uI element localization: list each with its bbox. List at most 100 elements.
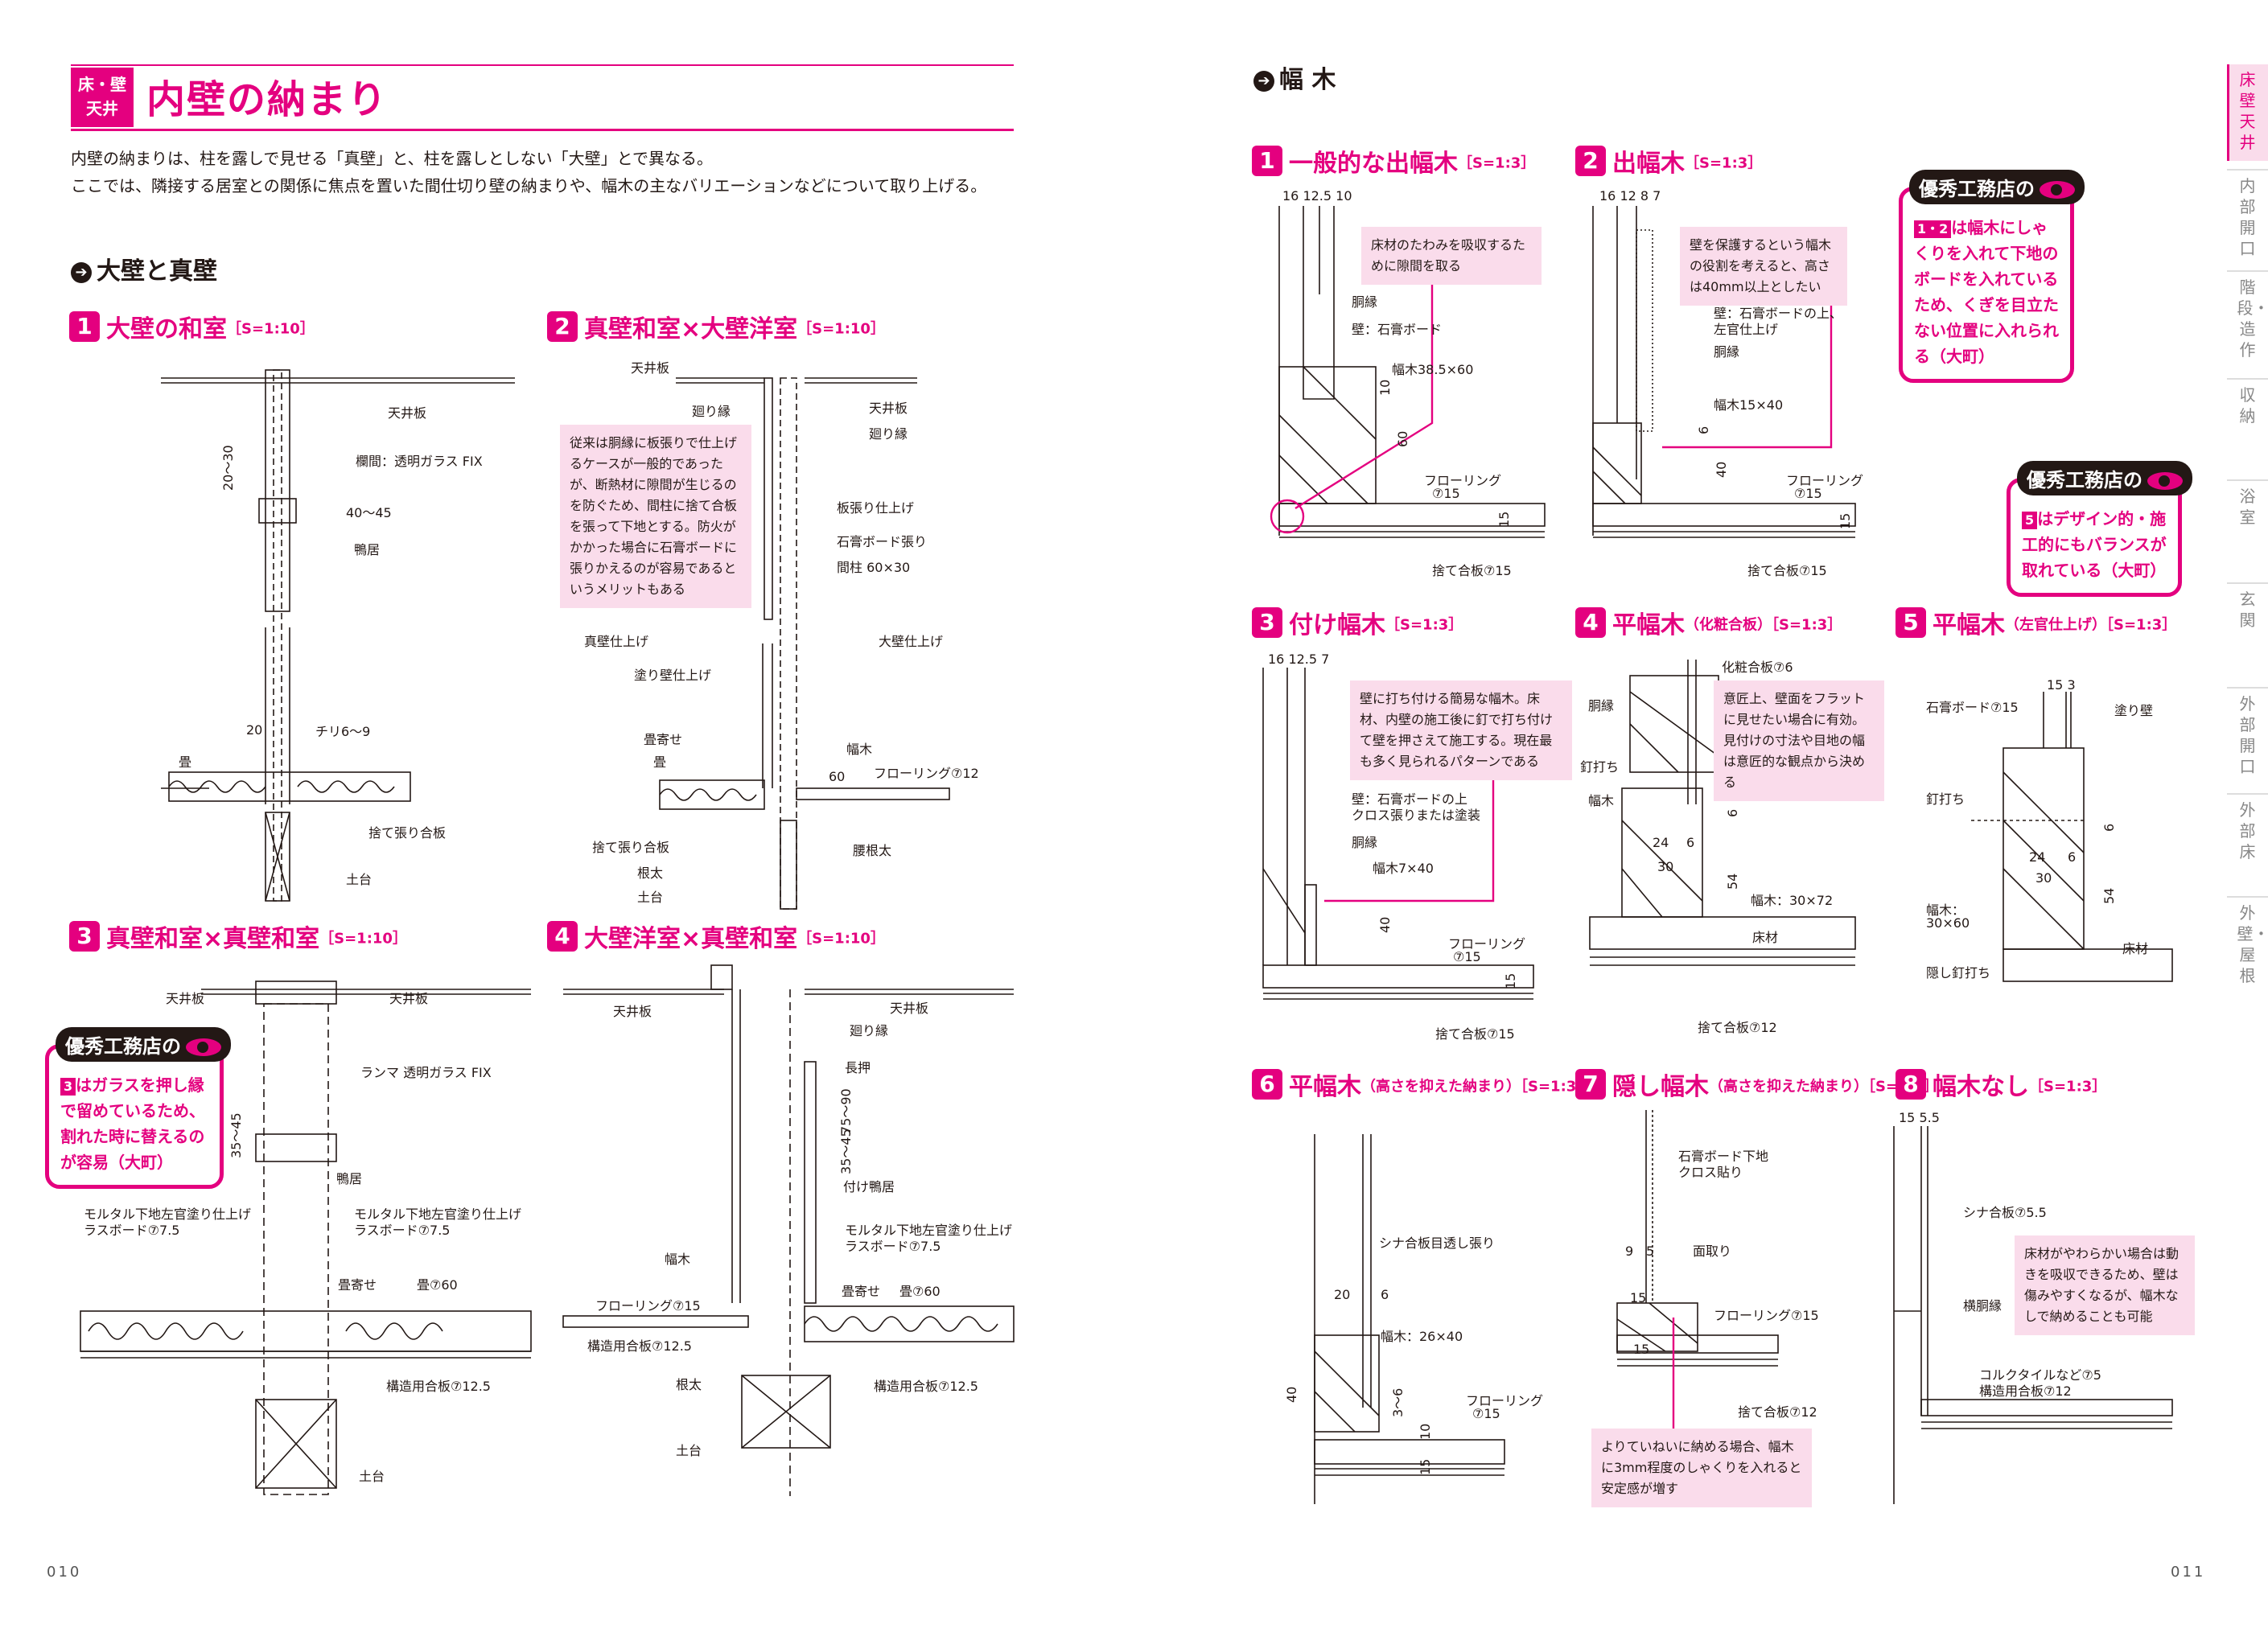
label: 天井板 [388,405,427,421]
diagram-number: 7 [1575,1069,1606,1100]
drawing-r4 [1589,660,1856,966]
drawing-l4 [562,964,1015,1496]
label: フローリング⑦15 [1714,1308,1819,1323]
label: 面取り [1693,1244,1732,1259]
diagram-number: 2 [1575,146,1606,176]
label: 左官仕上げ [1714,322,1779,337]
page-title: 内壁の納まり [146,77,389,122]
side-tab[interactable]: 収納 [2227,378,2268,426]
label: 畳寄せ [644,732,683,747]
label: 塗り壁仕上げ [634,668,712,683]
side-tab[interactable]: 浴室 [2227,479,2268,528]
tip-text: はデザイン的・施工的にもバランスが取れている（大町） [2022,509,2167,580]
diagram-name: 一般的な出幅木 [1289,150,1458,178]
callout-note: 意匠上、壁面をフラットに見せたい場合に有効。見付けの寸法や目地の幅は意匠的な観点… [1714,680,1884,801]
label: 構造用合板⑦12.5 [386,1379,491,1394]
label: 15 [1418,1458,1433,1475]
diagram-name: 平幅木 [1933,611,2005,639]
label: 30 [1657,859,1674,874]
label: 欄間：透明ガラス FIX [356,454,483,469]
callout-note: 壁に打ち付ける簡易な幅木。床材、内壁の施工後に釘で打ち付けて壁を押さえて施工する… [1350,680,1572,780]
diagram-scale: ［S=1:10］ [319,930,407,948]
diagram-scale: ［S=1:10］ [227,320,315,338]
label: 幅木 [665,1252,691,1267]
label: 床材 [1752,930,1779,945]
label: 石膏ボード下地 [1678,1149,1769,1164]
label: 土台 [676,1443,702,1458]
side-tab[interactable]: 階段・造作 [2227,270,2268,360]
label: コルクタイルなど⑦5 [1979,1367,2101,1383]
label: 6 [2101,823,2117,832]
label: 捨て張り合板 [592,840,670,855]
eye-icon [186,1038,221,1056]
label: チリ6〜9 [315,724,371,739]
expert-tip-label: 優秀工務店の [1919,178,2035,200]
page-number-left: 010 [47,1564,82,1581]
diagram-name: 付け幅木 [1289,611,1385,639]
label: 壁：石膏ボードの上 [1352,791,1468,807]
label: 幅木38.5×60 [1392,362,1474,377]
label: 畳⑦60 [417,1277,458,1293]
label: 横胴縁 [1963,1298,2003,1314]
section-title: 大壁と真壁 [97,257,217,286]
expert-tip-label: 優秀工務店の [2027,469,2142,491]
side-tab[interactable]: 外部開口 [2227,687,2268,777]
side-tab[interactable]: 床壁天井 [2227,64,2268,153]
label: 廻り縁 [869,426,908,442]
label: 5 [1646,1244,1655,1259]
diagram-scale: ［S=1:3］ [1685,154,1763,172]
side-tab[interactable]: 玄関 [2227,582,2268,631]
expert-tip-header: 優秀工務店の [56,1027,231,1062]
callout-note: 床材がやわらかい場合は動きを吸収できるため、壁は傷みやすくなるが、幅木なしで納め… [2015,1235,2195,1335]
diagram-name: 大壁洋室×真壁和室 [584,925,798,953]
label: 40 [1377,916,1393,933]
label: 75〜90 [838,1088,854,1134]
label: 腰根太 [853,843,892,858]
label: フローリング [1466,1393,1544,1408]
diagram-number: 4 [547,921,578,952]
label: 塗り壁 [2114,703,2154,718]
label: 捨て張り合板 [368,825,447,841]
diagram-number: 4 [1575,607,1606,638]
label: 土台 [346,872,373,887]
label: 6 [1725,808,1740,817]
label: 15 [1630,1290,1647,1305]
label: 60 [1395,430,1410,447]
diagram-subtitle: （左官仕上げ） [2005,616,2106,634]
label: 壁：石膏ボード [1352,322,1443,337]
drawing-r7 [1616,1110,1779,1440]
side-tab[interactable]: 内部開口 [2227,169,2268,259]
diagram-name: 真壁和室×真壁和室 [106,925,320,953]
label: 隠し釘打ち [1926,965,1991,980]
dimension-label: 15 5.5 [1899,1110,1940,1125]
tab-label: 外部開口 [2239,694,2256,776]
side-tab[interactable]: 外部床 [2227,793,2268,862]
tab-label: 床壁天井 [2239,70,2256,152]
label: 天井板 [613,1004,652,1019]
label: 40 [1284,1386,1299,1403]
side-tab[interactable]: 外壁・屋根 [2227,896,2268,986]
label: シナ合板目透し張り [1379,1235,1496,1251]
label: 捨て合板⑦12 [1698,1020,1777,1035]
label: 天井板 [631,360,670,376]
callout-note: 従来は胴縁に板張りで仕上げるケースが一般的であったが、断熱材に隙間が生じるのを防… [560,425,751,608]
label: 廻り縁 [850,1023,889,1038]
label: 幅木：30×72 [1751,893,1834,908]
tip-text: は幅木にしゃくりを入れて下地のボードを入れているため、くぎを目立たない位置に入れ… [1914,218,2059,366]
label: 6 [2068,849,2077,865]
label: 板張り仕上げ [837,500,915,516]
tab-label: 浴室 [2239,487,2256,527]
label: ラスボード⑦7.5 [84,1223,180,1238]
label: 大壁仕上げ [879,634,944,649]
label: 20 [1334,1287,1351,1302]
diagram-name: 平幅木 [1612,611,1685,639]
side-tab-active[interactable] [2227,64,2268,161]
intro-text: 内壁の納まりは、柱を露しで見せる「真壁」と、柱を露しとしない「大壁」とで異なる。… [71,145,986,199]
